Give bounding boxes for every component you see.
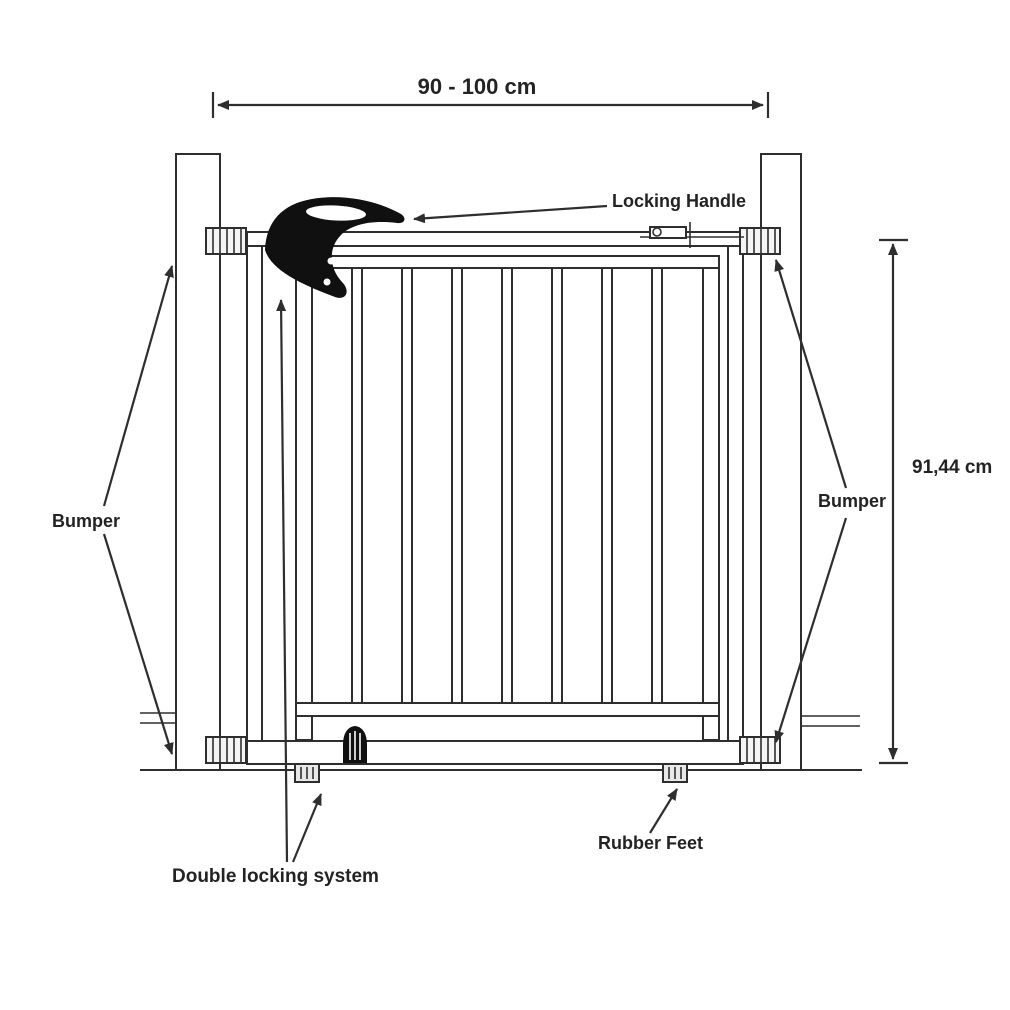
bumper-knob-top-right [739,227,781,255]
wall-post-right [760,153,802,771]
locking-handle-leader [413,204,608,224]
bumper-right-leader-top [774,259,848,489]
gate-bar [651,267,663,704]
gate-bar [501,267,513,704]
height-dimension-line [879,238,908,765]
bumper-right-label: Bumper [818,491,886,511]
height-dimension-label: 91,44 cm [912,457,992,478]
double-locking-label: Double locking system [172,866,379,887]
rubber-feet-leader [649,788,678,834]
double-locking-leader-top [276,299,289,863]
rubber-foot-left [294,763,320,783]
bumper-left-label: Bumper [52,511,120,531]
bumper-knob-bottom-right [739,736,781,764]
locking-handle-label: Locking Handle [612,191,746,211]
gate-bar [551,267,563,704]
locking-handle-shape [265,197,405,298]
rubber-foot-right [662,763,688,783]
bumper-left-leader-top [102,265,174,507]
gate-outer-frame [246,231,744,765]
bumper-knob-bottom-left [205,736,247,764]
gate-bar [601,267,613,704]
rubber-feet-label: Rubber Feet [598,833,703,853]
gate-bar [351,267,363,704]
bumper-knob-top-left [205,227,247,255]
bumper-right-leader-bottom [774,517,848,743]
wall-post-left [175,153,221,771]
gate-bars [351,267,663,704]
baseboard-right [801,715,860,727]
double-locking-leader-bottom [291,793,323,863]
gate-bar [451,267,463,704]
gate-bar [401,267,413,704]
latch-assembly [640,222,744,248]
bumper-left-leader-bottom [102,533,174,755]
baseboard-left [140,712,176,724]
width-dimension-line [211,92,770,118]
width-dimension-label: 90 - 100 cm [418,74,537,99]
release-knob [343,726,367,763]
